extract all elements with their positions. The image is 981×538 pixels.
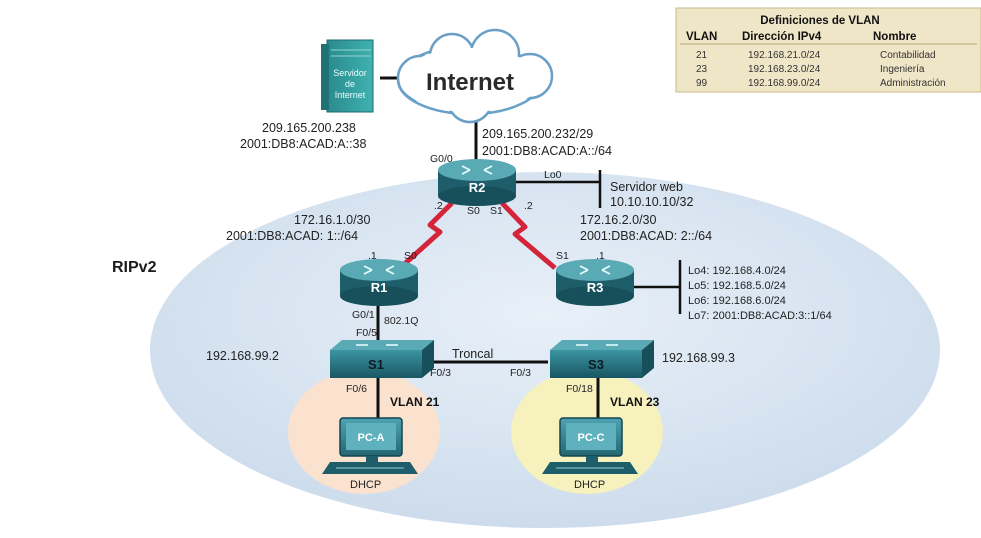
serial-link-r2-r3 <box>500 201 557 270</box>
vlan-table-cell: 99 <box>696 78 708 89</box>
r2-g0-0-label: G0/0 <box>430 153 453 165</box>
r1-dot: .1 <box>368 250 377 262</box>
vlan-table: Definiciones de VLAN VLAN Dirección IPv4… <box>675 7 981 93</box>
s3-f0-3-label: F0/3 <box>510 367 531 379</box>
vlan-table-header-name: Nombre <box>873 31 916 43</box>
vlan-table-cell: 192.168.23.0/24 <box>748 64 821 75</box>
s3-ip: 192.168.99.3 <box>662 351 735 365</box>
vlan-table-cell: Ingeniería <box>880 64 925 75</box>
web-server-label: Servidor web <box>610 180 683 194</box>
r2-dot-left: .2 <box>434 200 443 212</box>
r2-lo0-label: Lo0 <box>544 169 562 181</box>
server-ipv6: 2001:DB8:ACAD:A::38 <box>240 137 367 151</box>
wan-internet-ipv6: 2001:DB8:ACAD:A::/64 <box>482 144 612 158</box>
r3-loopback-4: Lo4: 192.168.4.0/24 <box>688 265 786 277</box>
link-r2-r3-ipv4: 172.16.2.0/30 <box>580 213 657 227</box>
r1-encap-label: 802.1Q <box>384 315 418 327</box>
wan-internet-ipv4: 209.165.200.232/29 <box>482 127 593 141</box>
pc-c-name: PC-C <box>578 432 605 444</box>
server-label-line1: Servidor <box>333 68 367 78</box>
vlan-table-cell: Contabilidad <box>880 50 936 61</box>
r1-s0-label: S0 <box>404 250 417 262</box>
vlan-table-title: Definiciones de VLAN <box>760 15 880 27</box>
r3-loopback-6: Lo6: 192.168.6.0/24 <box>688 295 786 307</box>
vlan-table-cell: 23 <box>696 64 708 75</box>
r1-g0-1-label: G0/1 <box>352 309 375 321</box>
r2-dot-right: .2 <box>524 200 533 212</box>
switch-s3[interactable]: S3 <box>550 340 654 378</box>
r3-dot: .1 <box>596 250 605 262</box>
s1-f0-5-label: F0/5 <box>356 327 377 339</box>
s1-f0-6-label: F0/6 <box>346 383 367 395</box>
internet-cloud[interactable]: Internet <box>396 28 554 124</box>
s1-f0-3-label: F0/3 <box>430 367 451 379</box>
s3-vlan-label: VLAN 23 <box>610 395 660 409</box>
s3-name: S3 <box>588 357 604 372</box>
r2-name: R2 <box>469 180 486 195</box>
r3-loopback-5: Lo5: 192.168.5.0/24 <box>688 280 786 292</box>
s3-f0-18-label: F0/18 <box>566 383 593 395</box>
vlan-table-header-vlan: VLAN <box>686 31 717 43</box>
vlan-table-cell: Administración <box>880 78 946 89</box>
r1-name: R1 <box>371 280 388 295</box>
internet-server[interactable]: Servidor de Internet <box>321 39 374 113</box>
vlan-table-cell: 21 <box>696 50 708 61</box>
serial-link-r1-r2 <box>398 201 454 270</box>
server-label-line2: de <box>345 79 355 89</box>
r3-name: R3 <box>587 280 604 295</box>
pc-a-dhcp: DHCP <box>350 479 381 491</box>
trunk-label: Troncal <box>452 347 493 361</box>
internet-label: Internet <box>426 69 514 96</box>
pc-a-name: PC-A <box>358 432 385 444</box>
r2-s0-label: S0 <box>467 205 480 217</box>
pc-c[interactable]: PC-C <box>542 417 638 474</box>
ripv2-label: RIPv2 <box>112 259 157 276</box>
r3-s1-label: S1 <box>556 250 569 262</box>
s1-name: S1 <box>368 357 384 372</box>
r3-loopback-7: Lo7: 2001:DB8:ACAD:3::1/64 <box>688 310 832 322</box>
link-r2-r3-ipv6: 2001:DB8:ACAD: 2::/64 <box>580 229 712 243</box>
pc-a[interactable]: PC-A <box>322 417 418 474</box>
r2-s1-label: S1 <box>490 205 503 217</box>
server-label-line3: Internet <box>335 90 366 100</box>
vlan-table-cell: 192.168.99.0/24 <box>748 78 821 89</box>
pc-c-dhcp: DHCP <box>574 479 605 491</box>
web-server-ip: 10.10.10.10/32 <box>610 195 693 209</box>
router-r3[interactable]: R3 <box>556 259 634 306</box>
link-r1-r2-ipv6: 2001:DB8:ACAD: 1::/64 <box>226 229 358 243</box>
router-r2[interactable]: R2 <box>438 159 516 206</box>
link-r1-r2-ipv4: 172.16.1.0/30 <box>294 213 371 227</box>
server-ipv4: 209.165.200.238 <box>262 121 356 135</box>
vlan-table-cell: 192.168.21.0/24 <box>748 50 821 61</box>
router-r1[interactable]: R1 <box>340 259 418 306</box>
vlan-table-header-ipv4: Dirección IPv4 <box>742 31 822 43</box>
switch-s1[interactable]: S1 <box>330 340 434 378</box>
s1-vlan-label: VLAN 21 <box>390 395 440 409</box>
s1-ip: 192.168.99.2 <box>206 349 279 363</box>
